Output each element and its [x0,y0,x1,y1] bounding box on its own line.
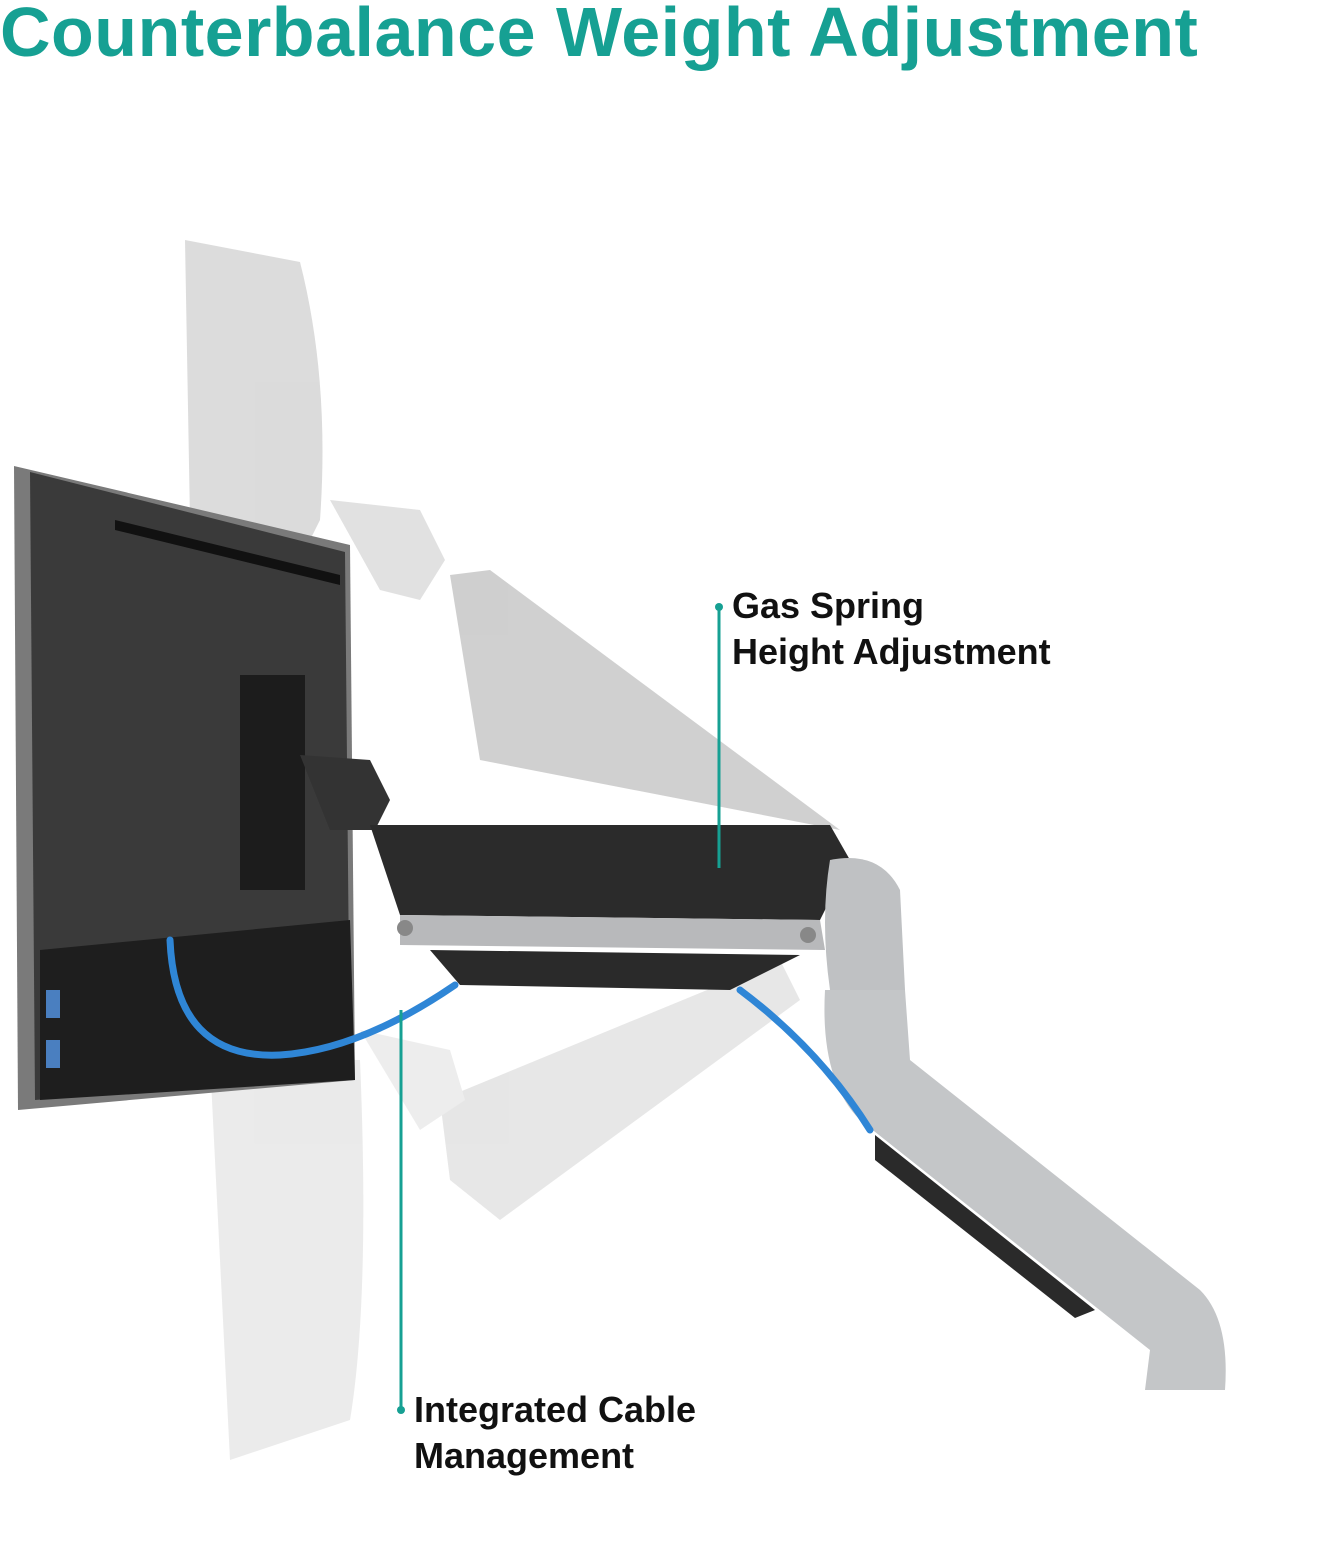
callout-gas-spring-line1: Gas Spring [732,585,925,626]
callout-line-cable [397,1010,405,1414]
callout-gas-spring-line2: Height Adjustment [732,631,1051,672]
arm-assembly [300,755,1226,1390]
callout-cable-management: Integrated Cable Management [414,1387,696,1479]
callout-gas-spring: Gas Spring Height Adjustment [732,583,1051,675]
callout-line-gas-spring [715,603,723,868]
ghost-monitor-lowered [210,960,800,1460]
page-title: Counterbalance Weight Adjustment [0,0,1199,71]
callout-cable-line2: Management [414,1435,635,1476]
callout-cable-line1: Integrated Cable [414,1389,697,1430]
ghost-monitor-raised [185,240,840,830]
blue-cable [166,936,874,1134]
